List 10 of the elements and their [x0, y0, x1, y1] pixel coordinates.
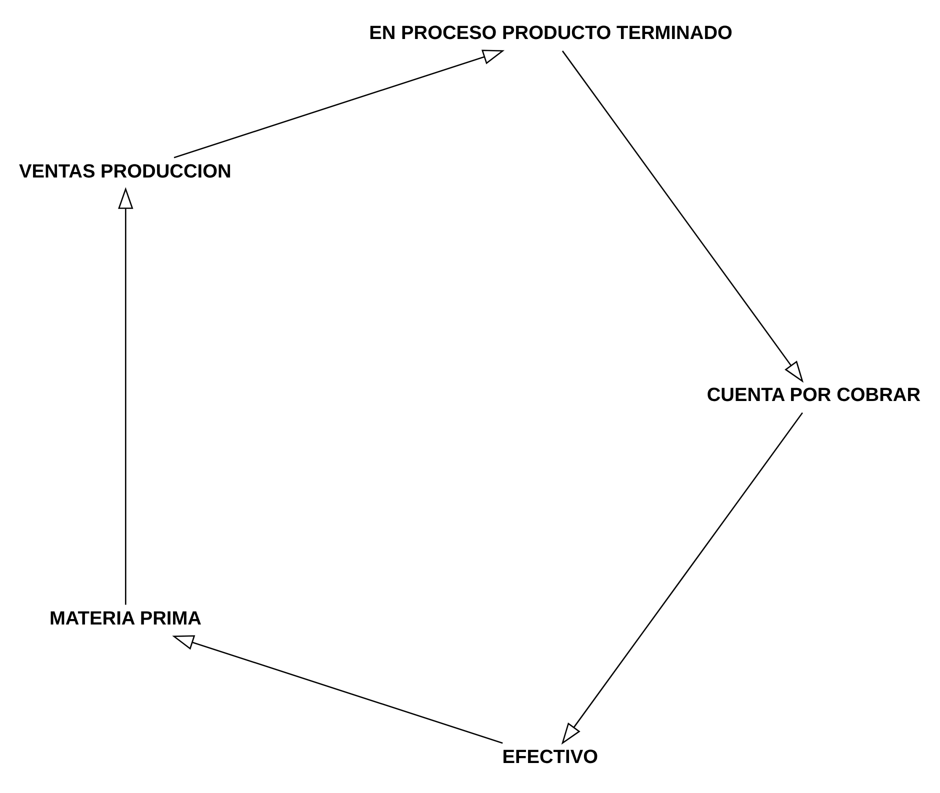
node-text: VENTAS PRODUCCION	[19, 160, 232, 182]
arrow	[174, 49, 505, 158]
node-text: MATERIA PRIMA	[49, 608, 202, 630]
arrow	[118, 186, 134, 604]
node-text: CUENTA POR COBRAR	[706, 384, 921, 406]
arrow	[561, 412, 803, 744]
arrow	[562, 50, 804, 382]
node-text: EN PROCESO PRODUCTO TERMINADO	[369, 22, 732, 44]
arrow	[172, 634, 503, 744]
node-text: EFECTIVO	[502, 746, 598, 768]
